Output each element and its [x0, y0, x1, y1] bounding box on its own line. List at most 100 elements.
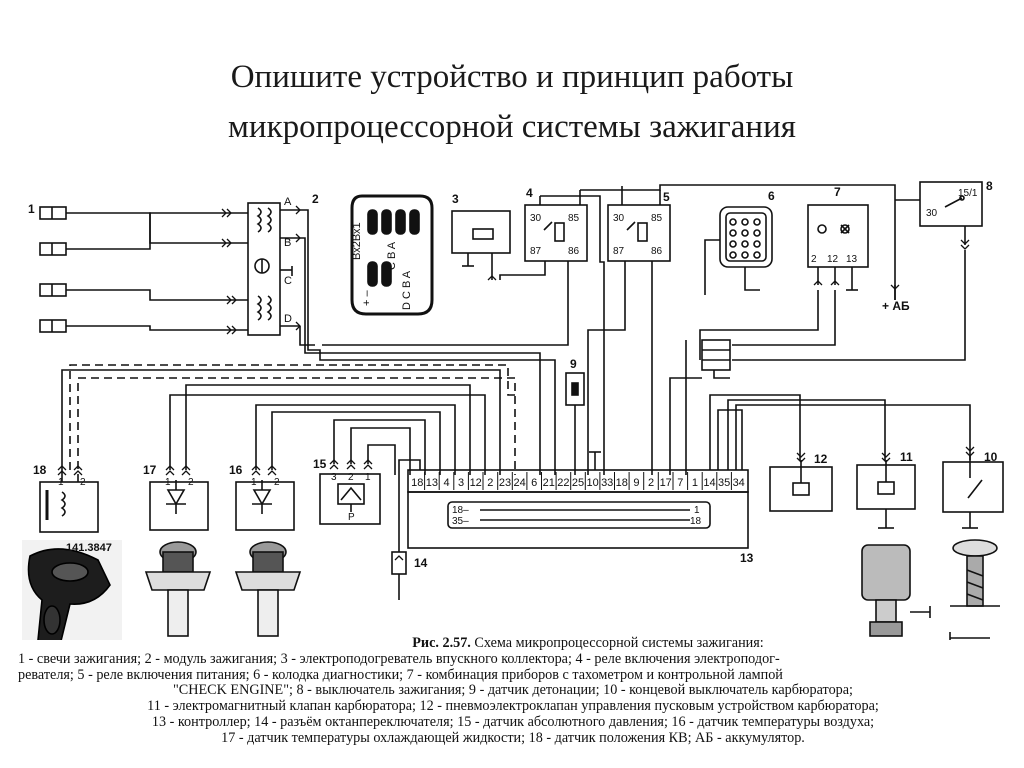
sensor16-pin-1: 1	[251, 477, 257, 488]
pneumo-valve	[769, 460, 833, 512]
controller-pin: 3	[458, 477, 464, 489]
sensor15-pin-3: 3	[331, 472, 337, 483]
limit-switch	[942, 455, 1004, 640]
controller-pin: 12	[470, 477, 482, 489]
terminal-c: C	[284, 275, 292, 287]
switch8-pin-15-1: 15/1	[958, 188, 978, 199]
label-8: 8	[986, 179, 993, 193]
connector-row1: C B A	[386, 241, 398, 270]
controller-pin: 4	[443, 477, 449, 489]
spark-plugs	[39, 206, 225, 333]
connector-row3: D C B A	[401, 270, 413, 310]
battery-label: + АБ	[882, 299, 910, 313]
controller-pin: 2	[487, 477, 493, 489]
controller-pin: 14	[703, 477, 715, 489]
label-16: 16	[229, 463, 243, 477]
controller-pin: 10	[586, 477, 598, 489]
crankshaft-sensor	[39, 364, 516, 533]
wiring-diagram: 1 2 3 4 5 6 7 8 9 10 11 12 13 14 15 16 1…	[22, 179, 1004, 640]
knock-sensor	[565, 372, 585, 475]
relay5-pin-30: 30	[613, 213, 625, 224]
label-1: 1	[28, 202, 35, 216]
sensor15-pin-2: 2	[348, 472, 354, 483]
title-line-2: микропроцессорной системы зажигания	[228, 109, 796, 145]
relay5-pin-85: 85	[651, 213, 663, 224]
label-15: 15	[313, 457, 327, 471]
controller-pin: 2	[648, 477, 654, 489]
controller-pin: 24	[513, 477, 525, 489]
label-14: 14	[414, 556, 428, 570]
caption-line-5: 13 - контроллер; 14 - разъём октанперекл…	[151, 713, 875, 730]
figure-caption: Рис. 2.57. Схема микропроцессорной систе…	[18, 635, 1008, 747]
label-10: 10	[984, 450, 998, 464]
ignition-switch	[732, 181, 983, 361]
relay4-pin-85: 85	[568, 213, 580, 224]
cluster-pin-13: 13	[846, 254, 858, 265]
label-9: 9	[570, 357, 577, 371]
sensor15-pin-1: 1	[365, 472, 371, 483]
wire-splice-block	[669, 339, 731, 475]
controller-pin: 22	[557, 477, 569, 489]
map-sensor	[319, 419, 426, 525]
solenoid-valve	[856, 460, 931, 637]
connector-row2: + –	[361, 290, 373, 306]
terminal-b: B	[284, 237, 291, 249]
controller-pin: 13	[426, 477, 438, 489]
caption-line-3: "CHECK ENGINE"; 8 - выключатель зажигани…	[172, 682, 853, 699]
relay5-pin-87: 87	[613, 246, 625, 257]
sensor17-pin-2: 2	[188, 477, 194, 488]
module-connector-pictogram	[350, 194, 434, 316]
intake-heater	[451, 210, 511, 280]
caption-line-1: 1 - свечи зажигания; 2 - модуль зажигани…	[18, 650, 780, 667]
controller-inner-right-top: 1	[694, 505, 700, 516]
ignition-module	[220, 202, 556, 475]
terminal-d: D	[284, 313, 292, 325]
relay4-pin-86: 86	[568, 246, 580, 257]
caption-line-2: ревателя; 5 - реле включения питания; 6 …	[18, 666, 783, 683]
controller-pin: 34	[733, 477, 745, 489]
sensor15-p: P	[348, 512, 355, 523]
controller-inner-left-top: 18–	[452, 505, 469, 516]
connector-chevrons	[57, 205, 975, 561]
controller-pin: 21	[543, 477, 555, 489]
controller-pin: 18	[616, 477, 628, 489]
cluster-pin-2: 2	[811, 254, 817, 265]
heater-relay	[322, 190, 588, 346]
power-relay	[587, 190, 671, 475]
sensor18-pin-1: 1	[58, 477, 64, 488]
sensor16-pin-2: 2	[274, 477, 280, 488]
connector-top-text: Вх2Вх1	[351, 222, 363, 260]
controller-pin: 17	[660, 477, 672, 489]
controller-inner-left-bottom: 35–	[452, 516, 469, 527]
controller-pin: 7	[677, 477, 683, 489]
controller-pin: 6	[531, 477, 537, 489]
switch8-pin-30: 30	[926, 208, 938, 219]
controller	[407, 394, 971, 549]
relay4-pin-30: 30	[530, 213, 542, 224]
caption-fig-title: Схема микропроцессорной системы зажигани…	[474, 635, 764, 651]
controller-pin: 18	[411, 477, 423, 489]
air-sensor-body	[234, 541, 302, 637]
label-2: 2	[312, 192, 319, 206]
sensor18-pin-2: 2	[80, 477, 86, 488]
sensor17-pin-1: 1	[165, 477, 171, 488]
title-line-1: Опишите устройство и принцип работы	[230, 59, 794, 95]
diagnostic-block	[704, 206, 773, 295]
air-temp-sensor	[235, 404, 456, 531]
label-17: 17	[143, 463, 157, 477]
controller-pin: 25	[572, 477, 584, 489]
label-12: 12	[814, 452, 828, 466]
label-7: 7	[834, 185, 841, 199]
controller-pin: 9	[633, 477, 639, 489]
caption-line-6: 17 - датчик температуры охлаждающей жидк…	[221, 729, 805, 746]
controller-pin: 23	[499, 477, 511, 489]
cluster-pin-12: 12	[827, 254, 839, 265]
label-6: 6	[768, 189, 775, 203]
label-11: 11	[900, 450, 913, 464]
coolant-sensor-body	[144, 541, 212, 637]
terminal-a: A	[284, 196, 292, 208]
crank-part-number: 141.3847	[66, 542, 112, 554]
controller-inner-right-bottom: 18	[690, 516, 702, 527]
